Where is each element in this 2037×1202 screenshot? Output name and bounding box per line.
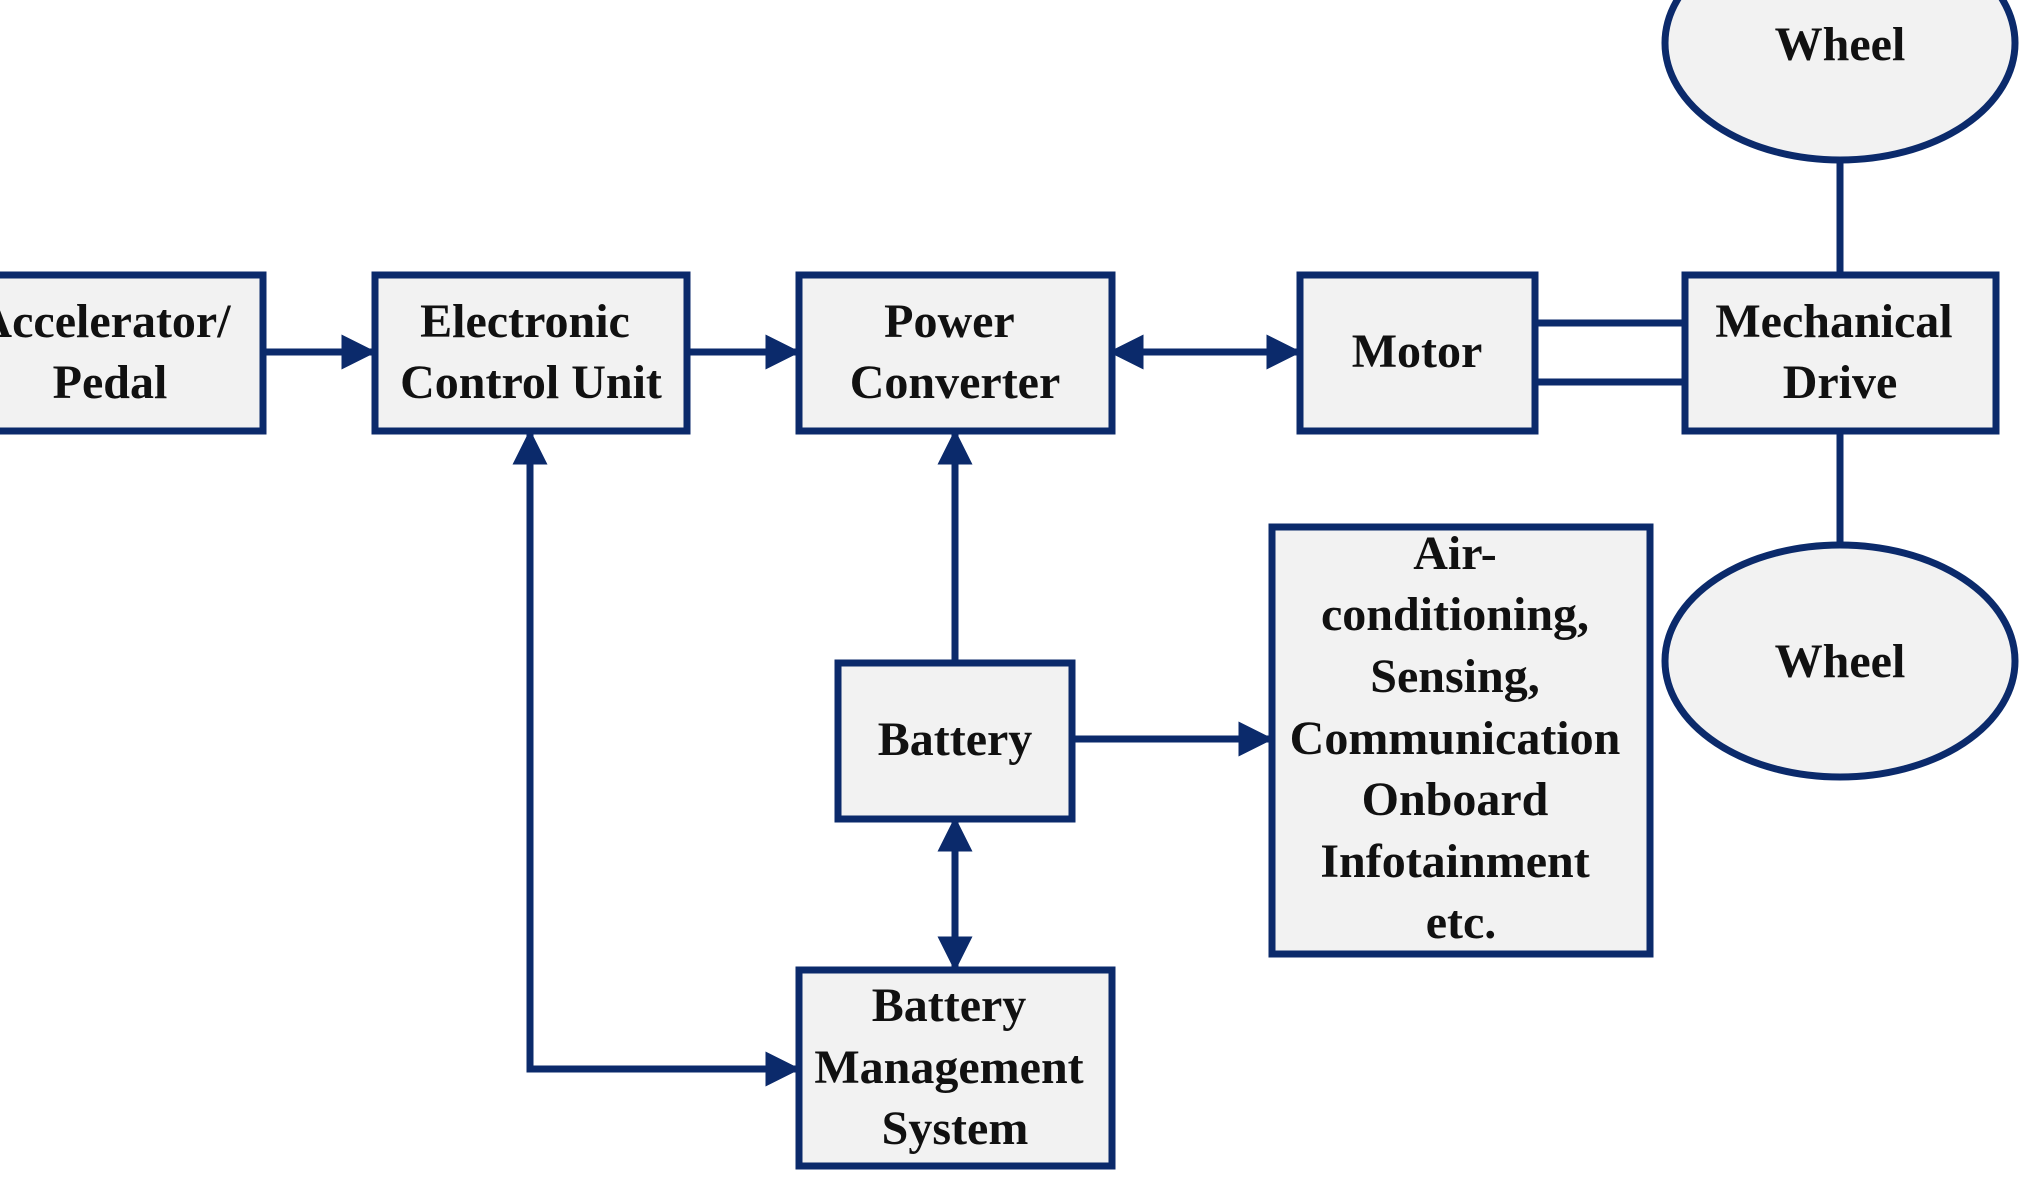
node-accelerator-pedal: Accelerator/ Pedal <box>0 271 267 435</box>
wheel-top-label: Wheel <box>1775 18 1906 71</box>
bms-label: Battery Management System <box>814 979 1095 1155</box>
node-wheel-bottom: Wheel <box>1661 541 2019 781</box>
ecu-box <box>371 271 691 435</box>
accelerator-box <box>0 271 267 435</box>
node-battery-management-system: Battery Management System <box>795 966 1116 1170</box>
node-auxiliary-loads: Air- conditioning, Sensing, Communicatio… <box>1268 523 1654 958</box>
wheel-top-ellipse <box>1661 0 2019 164</box>
power-converter-box <box>795 271 1116 435</box>
node-motor: Motor <box>1296 271 1539 435</box>
battery-box <box>834 659 1076 823</box>
edge-bms-ecu <box>512 429 801 1087</box>
motor-box <box>1296 271 1539 435</box>
bms-box <box>795 966 1116 1170</box>
wheel-bottom-ellipse <box>1661 541 2019 781</box>
connectors <box>263 160 1844 1087</box>
node-battery: Battery <box>834 659 1076 823</box>
node-mechanical-drive: Mechanical Drive <box>1681 271 2000 435</box>
mechanical-drive-box <box>1681 271 2000 435</box>
mechanical-drive-label: Mechanical Drive <box>1715 295 1964 409</box>
auxiliary-box <box>1268 523 1654 958</box>
accelerator-label: Accelerator/ Pedal <box>0 295 243 409</box>
node-electronic-control-unit: Electronic Control Unit <box>371 271 691 435</box>
node-wheel-top: Wheel <box>1661 0 2019 164</box>
auxiliary-label: Air- conditioning, Sensing, Communicatio… <box>1290 527 1633 949</box>
motor-label: Motor <box>1352 325 1483 378</box>
power-converter-label: Power Converter <box>850 295 1061 409</box>
battery-label: Battery <box>878 713 1033 766</box>
ecu-label: Electronic Control Unit <box>400 295 662 409</box>
node-power-converter: Power Converter <box>795 271 1116 435</box>
wheel-bottom-label: Wheel <box>1775 635 1906 688</box>
